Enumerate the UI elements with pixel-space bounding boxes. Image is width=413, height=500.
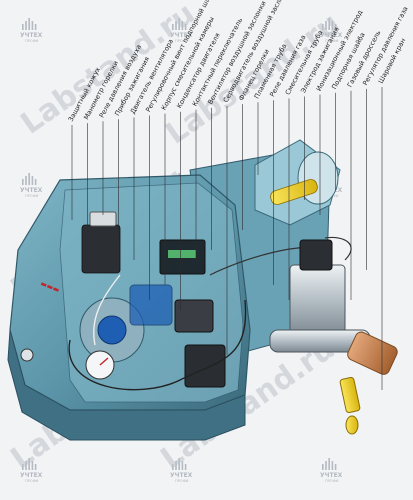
watermark-logo-subtext: ПРОФИ <box>175 39 189 43</box>
cable-loop <box>68 299 247 391</box>
watermark-logo-text: УЧТЕХ <box>170 472 193 479</box>
watermark-logo-subtext: ПРОФИ <box>25 479 39 483</box>
watermark-logo-subtext: ПРОФИ <box>175 479 189 483</box>
control-board-led <box>168 250 196 258</box>
watermark-logo-text: УЧТЕХ <box>320 472 343 479</box>
fan-motor-hub <box>97 315 127 345</box>
callout-leaders <box>71 87 383 390</box>
watermark-logo-text: УЧТЕХ <box>170 32 193 39</box>
watermark-logo-subtext: ПРОФИ <box>25 194 39 198</box>
watermark-logo-subtext: ПРОФИ <box>25 39 39 43</box>
watermark-logo-text: УЧТЕХ <box>320 32 343 39</box>
burner-illustration: ▬▬▬ <box>7 139 398 441</box>
capacitor <box>174 299 214 333</box>
gas-pressure-switch-cable <box>324 236 352 261</box>
cable-loop-2 <box>93 274 121 346</box>
servo-motor <box>184 344 226 388</box>
gas-pipe-fitting <box>347 331 398 375</box>
watermark-logo-subtext: ПРОФИ <box>325 479 339 483</box>
ball-valve-icon <box>339 376 361 435</box>
mixing-chamber <box>129 284 173 326</box>
watermark-logo-text: УЧТЕХ <box>20 472 43 479</box>
ignition-unit <box>81 224 121 274</box>
gas-valve-block <box>289 264 346 336</box>
ignition-electrode-body <box>270 179 318 205</box>
gauge-needle <box>99 357 109 366</box>
watermark-logo-subtext: ПРОФИ <box>325 39 339 43</box>
watermark-logo-text: УЧТЕХ <box>20 187 43 194</box>
watermark-logo-text: УЧТЕХ <box>20 32 43 39</box>
housing-front-face <box>7 329 246 441</box>
power-switch <box>20 348 34 362</box>
gas-valve-coil <box>299 239 333 271</box>
